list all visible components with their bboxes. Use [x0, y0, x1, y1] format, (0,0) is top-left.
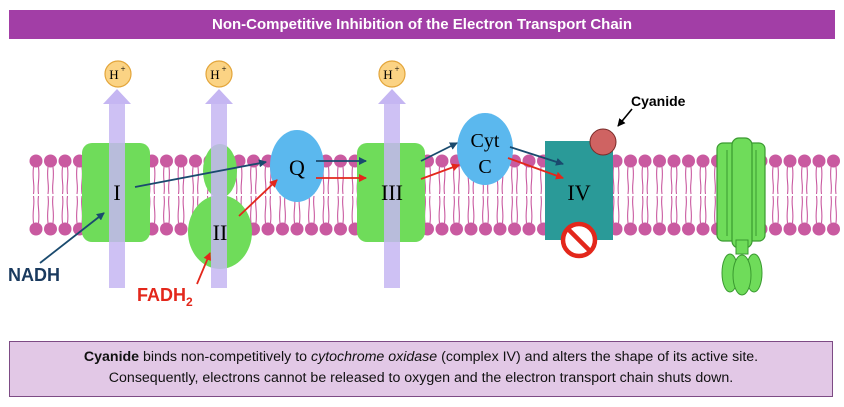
proton-iii: H +: [378, 60, 406, 88]
svg-text:H: H: [210, 67, 219, 82]
proton-channel-ii: [205, 89, 233, 288]
cyanide-pointer-arrow: [617, 108, 633, 127]
proton-channel-i: [103, 89, 131, 288]
ubiquinone-q: [270, 130, 324, 202]
nadh-label: NADH: [8, 265, 60, 285]
svg-text:+: +: [120, 64, 125, 74]
inhibition-icon: [560, 221, 598, 259]
caption-italic-term: cytochrome oxidase: [311, 349, 438, 365]
proton-channel-iii: [378, 89, 406, 288]
complex-iii-label: III: [381, 180, 403, 205]
caption-line-1: Cyanide binds non-competitively to cytoc…: [83, 349, 759, 365]
svg-text:H: H: [383, 67, 392, 82]
c-label: C: [478, 156, 491, 178]
q-label: Q: [289, 155, 305, 180]
cyanide-molecule: [589, 128, 617, 156]
atp-synthase: [716, 137, 766, 296]
caption-line-2: Consequently, electrons cannot be releas…: [108, 370, 734, 386]
complex-iv-label: IV: [567, 180, 590, 205]
proton-ii: H +: [205, 60, 233, 88]
svg-text:+: +: [221, 64, 226, 74]
nadh-electron-path: [39, 142, 564, 264]
cyt-label: Cyt: [471, 130, 500, 152]
cyanide-label: Cyanide: [631, 93, 686, 109]
svg-text:+: +: [394, 64, 399, 74]
complex-ii-label: II: [213, 220, 228, 245]
caption-box: Cyanide binds non-competitively to cytoc…: [9, 341, 833, 397]
svg-text:H: H: [109, 67, 118, 82]
diagram-title: Non-Competitive Inhibition of the Electr…: [9, 10, 835, 39]
electron-transport-chain-diagram: H + H + H + I II Q III Cyt C IV Cyanide: [8, 60, 840, 309]
proton-i: H +: [104, 60, 132, 88]
cytochrome-c: [457, 113, 513, 185]
complex-i-label: I: [113, 180, 120, 205]
caption-keyword: Cyanide: [83, 349, 140, 365]
fadh2-electron-path: [196, 157, 564, 285]
fadh2-label: FADH2: [137, 285, 193, 309]
